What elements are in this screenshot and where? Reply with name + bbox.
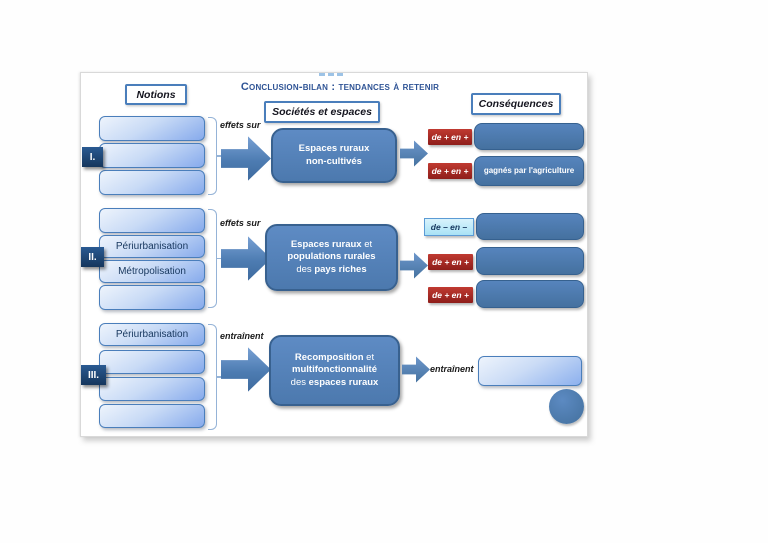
- right-arrow-icon: [221, 136, 271, 181]
- connector-label: effets sur: [220, 120, 261, 130]
- notion-box-periurbanisation: Périurbanisation: [99, 235, 205, 258]
- section-numeral: II.: [81, 247, 104, 267]
- center-line: non-cultivés: [306, 155, 362, 167]
- group-bracket: [208, 117, 222, 195]
- center-line: des: [290, 376, 309, 388]
- center-line: des: [296, 263, 315, 275]
- result-box-empty: [478, 356, 582, 386]
- center-line: espaces ruraux: [308, 376, 379, 388]
- right-arrow-icon: [221, 347, 271, 392]
- center-box-populations-rurales: Espaces ruraux et populations rurales de…: [265, 224, 398, 291]
- section-numeral: I.: [82, 147, 103, 167]
- notion-box-empty: [99, 143, 205, 168]
- right-arrow-icon: [400, 252, 428, 279]
- notion-box-empty: [99, 377, 205, 401]
- notion-box-empty: [99, 170, 205, 195]
- consequence-box-empty: [474, 123, 584, 150]
- trend-label-plus: de + en +: [428, 287, 473, 303]
- page-title: Conclusion-bilan : tendances à retenir: [240, 81, 440, 93]
- notion-box-periurbanisation: Périurbanisation: [99, 323, 205, 346]
- center-box-recomposition: Recomposition et multifonctionnalité des…: [269, 335, 400, 406]
- notion-box-metropolisation: Métropolisation: [99, 260, 205, 283]
- section-numeral: III.: [81, 365, 106, 385]
- group-bracket: [208, 324, 222, 430]
- trend-label-plus: de + en +: [428, 129, 472, 145]
- trend-label-plus: de + en +: [428, 163, 472, 179]
- consequence-box-agriculture: gagnés par l'agriculture: [474, 156, 584, 186]
- group-bracket: [208, 209, 222, 308]
- notion-box-empty: [99, 116, 205, 141]
- center-line: Recomposition: [294, 351, 364, 363]
- right-arrow-icon: [400, 140, 428, 167]
- consequences-header: Conséquences: [471, 93, 561, 115]
- notion-box-empty: [99, 208, 205, 233]
- center-line: et: [363, 351, 375, 363]
- notion-box-empty: [99, 404, 205, 428]
- center-line: et: [361, 238, 373, 250]
- connector-label: effets sur: [220, 218, 261, 228]
- result-label: entraînent: [430, 364, 474, 374]
- center-line: pays riches: [314, 263, 367, 275]
- notion-box-empty: [99, 285, 205, 310]
- top-dash-mark: [319, 73, 343, 76]
- right-arrow-icon: [221, 236, 271, 281]
- consequence-box-empty: [476, 247, 584, 275]
- notion-box-empty: [99, 350, 205, 374]
- center-box-espaces-ruraux-non-cultives: Espaces ruraux non-cultivés: [271, 128, 397, 183]
- center-line: populations rurales: [287, 251, 376, 263]
- right-arrow-icon: [402, 356, 430, 383]
- trend-label-plus: de + en +: [428, 254, 473, 270]
- center-line: Espaces ruraux: [298, 143, 370, 155]
- trend-label-minus: de – en –: [424, 218, 474, 236]
- consequence-box-empty: [476, 213, 584, 240]
- center-line: multifonctionnalité: [292, 364, 377, 376]
- center-line: Espaces ruraux: [290, 238, 362, 250]
- conclusion-diagram: Conclusion-bilan : tendances à retenir N…: [80, 72, 588, 437]
- consequence-box-empty: [476, 280, 584, 308]
- notions-header: Notions: [125, 84, 187, 105]
- connector-label: entraînent: [220, 331, 264, 341]
- blue-circle-shape: [549, 389, 584, 424]
- societes-et-espaces-header: Sociétés et espaces: [264, 101, 380, 123]
